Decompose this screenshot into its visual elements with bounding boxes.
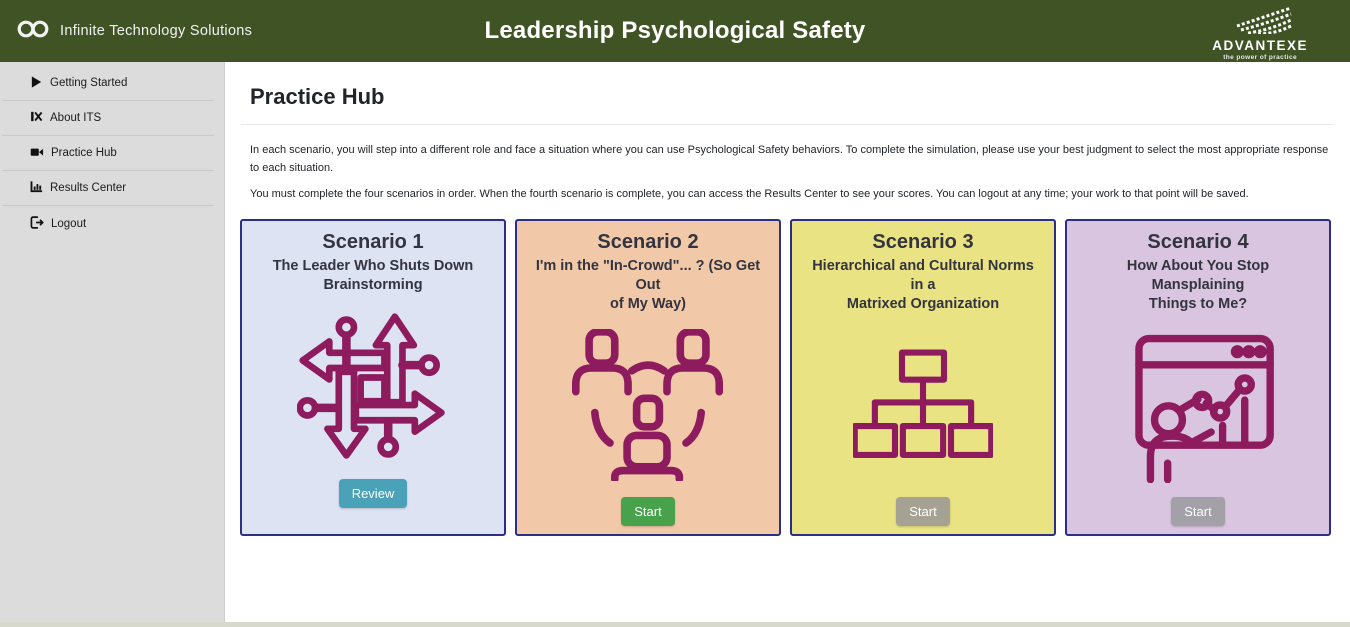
advantexe-swoosh-icon: [1221, 6, 1299, 38]
infinity-logo-icon: [16, 18, 52, 45]
sidebar-item-label: Practice Hub: [51, 147, 117, 159]
brand-name: ADVANTEXE: [1212, 38, 1308, 53]
start-button-scenario-2[interactable]: Start: [621, 497, 675, 527]
divider: [241, 124, 1334, 125]
group-people-icon: [527, 313, 769, 497]
sidebar-item-getting-started[interactable]: Getting Started: [2, 66, 214, 101]
sidebar-item-logout[interactable]: Logout: [2, 206, 214, 241]
org-chart-icon: [802, 313, 1044, 497]
main-content: Practice Hub In each scenario, you will …: [225, 62, 1350, 622]
brand-logo: ADVANTEXE the power of practice: [1212, 6, 1308, 61]
scenario-card-2: Scenario 2 I'm in the "In-Crowd"... ? (S…: [515, 219, 781, 537]
sidebar-item-label: Getting Started: [50, 77, 128, 89]
sidebar-item-label: Logout: [51, 217, 87, 230]
review-button[interactable]: Review: [338, 479, 408, 509]
app-title: Leadership Psychological Safety: [484, 17, 866, 44]
intro-paragraph-2: You must complete the four scenarios in …: [250, 188, 1249, 201]
brand-tagline: the power of practice: [1223, 53, 1297, 61]
scenario-card-3: Scenario 3 Hierarchical and Cultural Nor…: [790, 219, 1056, 537]
page-title: Practice Hub: [250, 84, 385, 109]
sidebar-item-about-its[interactable]: About ITS: [2, 101, 214, 136]
sidebar: Getting Started About ITS: [0, 62, 225, 622]
sidebar-item-label: Results Center: [50, 182, 127, 194]
crossroads-arrows-icon: [252, 295, 494, 480]
company-logo: Infinite Technology Solutions: [16, 0, 252, 62]
scenario-3-subtitle: Hierarchical and Cultural Norms in a Mat…: [812, 258, 1034, 312]
scenario-1-title: Scenario 1: [322, 231, 424, 254]
sidebar-item-practice-hub[interactable]: Practice Hub: [2, 136, 214, 171]
scenario-4-subtitle: How About You Stop Mansplaining Things t…: [1126, 258, 1270, 312]
sidebar-item-label: About ITS: [50, 112, 102, 124]
app-header: Infinite Technology Solutions Leadership…: [0, 0, 1350, 62]
presentation-chart-icon: [1077, 313, 1319, 497]
scenario-3-title: Scenario 3: [872, 231, 974, 254]
scenario-2-subtitle: I'm in the "In-Crowd"... ? (So Get Out o…: [535, 258, 761, 312]
bar-chart-icon: [30, 180, 43, 196]
scenario-2-title: Scenario 2: [597, 231, 699, 254]
start-button-scenario-4[interactable]: Start: [1171, 497, 1225, 527]
script-icon: [30, 110, 43, 126]
play-icon: [30, 75, 43, 92]
start-button-scenario-3[interactable]: Start: [896, 497, 950, 527]
scenario-4-title: Scenario 4: [1147, 231, 1249, 254]
scenario-card-4: Scenario 4 How About You Stop Mansplaini…: [1065, 219, 1331, 537]
video-icon: [30, 145, 44, 162]
bottom-strip: [0, 622, 1350, 627]
company-name: Infinite Technology Solutions: [60, 23, 253, 39]
intro-paragraph-1: In each scenario, you will step into a d…: [250, 144, 1329, 175]
scenario-cards: Scenario 1 The Leader Who Shuts Down Bra…: [240, 219, 1336, 537]
sidebar-item-results-center[interactable]: Results Center: [2, 171, 214, 206]
scenario-1-subtitle: The Leader Who Shuts Down Brainstorming: [272, 258, 474, 293]
logout-icon: [30, 215, 44, 232]
scenario-card-1: Scenario 1 The Leader Who Shuts Down Bra…: [240, 219, 506, 537]
